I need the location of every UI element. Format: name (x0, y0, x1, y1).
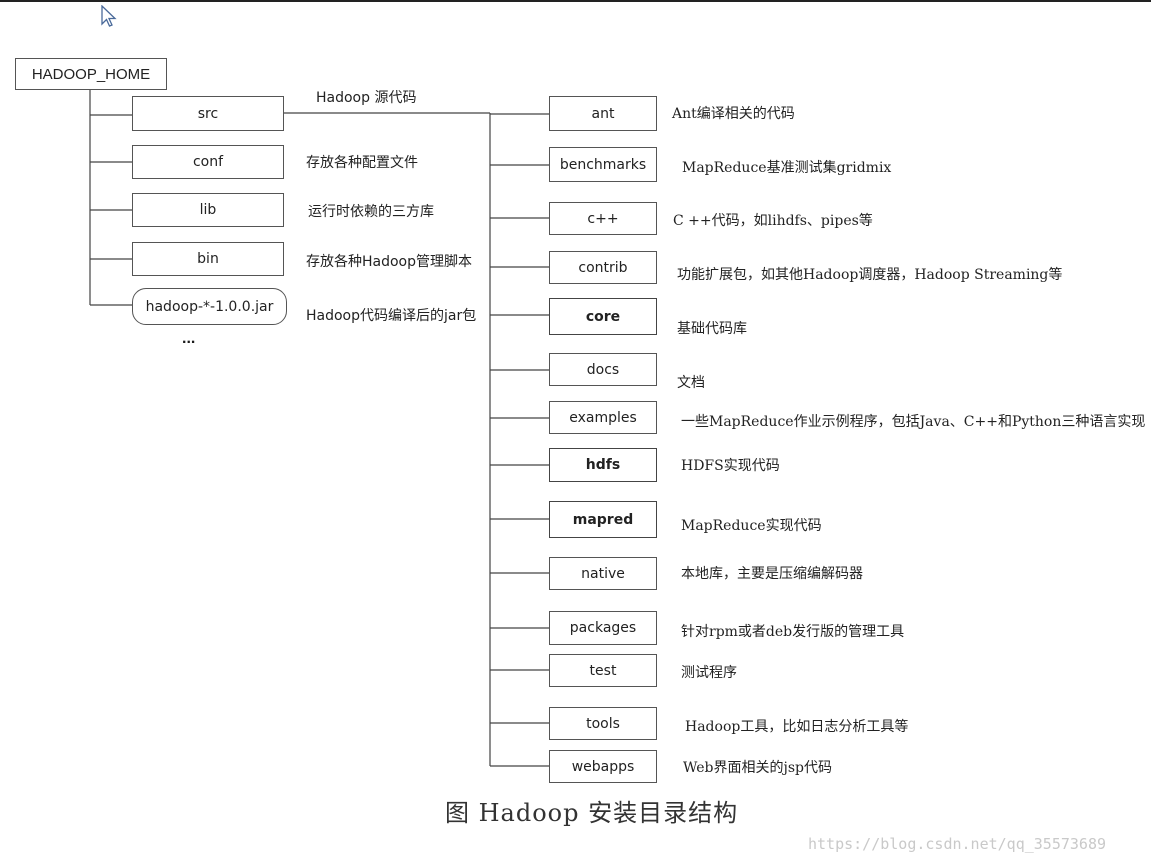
desc-docs: 文档 (677, 375, 705, 391)
desc-ant: Ant编译相关的代码 (672, 106, 795, 122)
node-core: core (549, 298, 657, 335)
node-cpp: c++ (549, 202, 657, 235)
desc-conf: 存放各种配置文件 (306, 155, 418, 171)
top-border (0, 0, 1151, 2)
desc-hdfs: HDFS实现代码 (681, 458, 780, 474)
desc-packages: 针对rpm或者deb发行版的管理工具 (681, 624, 905, 640)
desc-contrib: 功能扩展包，如其他Hadoop调度器，Hadoop Streaming等 (677, 267, 1063, 283)
node-hadoop-jar: hadoop-*-1.0.0.jar (132, 288, 287, 325)
desc-test: 测试程序 (681, 665, 737, 681)
node-native: native (549, 557, 657, 590)
desc-tools: Hadoop工具，比如日志分析工具等 (685, 719, 909, 735)
desc-lib: 运行时依赖的三方库 (308, 204, 434, 220)
desc-native: 本地库，主要是压缩编解码器 (681, 566, 863, 582)
mouse-cursor-icon (101, 5, 117, 27)
desc-benchmarks: MapReduce基准测试集gridmix (682, 160, 892, 176)
node-conf: conf (132, 145, 284, 179)
desc-mapred: MapReduce实现代码 (681, 518, 822, 534)
desc-examples: 一些MapReduce作业示例程序，包括Java、C++和Python三种语言实… (681, 414, 1146, 430)
node-lib: lib (132, 193, 284, 227)
node-docs: docs (549, 353, 657, 386)
node-test: test (549, 654, 657, 687)
node-bin: bin (132, 242, 284, 276)
node-src: src (132, 96, 284, 131)
node-tools: tools (549, 707, 657, 740)
desc-bin: 存放各种Hadoop管理脚本 (306, 254, 473, 270)
watermark: https://blog.csdn.net/qq_35573689 (808, 835, 1107, 853)
desc-hadoop-jar: Hadoop代码编译后的jar包 (306, 308, 477, 324)
node-ant: ant (549, 96, 657, 131)
ellipsis: ... (182, 330, 196, 347)
node-contrib: contrib (549, 251, 657, 284)
node-mapred: mapred (549, 501, 657, 538)
root-node: HADOOP_HOME (15, 58, 167, 90)
node-examples: examples (549, 401, 657, 434)
desc-webapps: Web界面相关的jsp代码 (683, 760, 832, 776)
node-benchmarks: benchmarks (549, 147, 657, 182)
src-label: Hadoop 源代码 (316, 90, 417, 106)
node-webapps: webapps (549, 750, 657, 783)
figure-caption: 图 Hadoop 安装目录结构 (445, 799, 739, 827)
desc-cpp: C ++代码，如lihdfs、pipes等 (673, 213, 873, 229)
desc-core: 基础代码库 (677, 321, 747, 337)
node-hdfs: hdfs (549, 448, 657, 482)
node-packages: packages (549, 611, 657, 645)
